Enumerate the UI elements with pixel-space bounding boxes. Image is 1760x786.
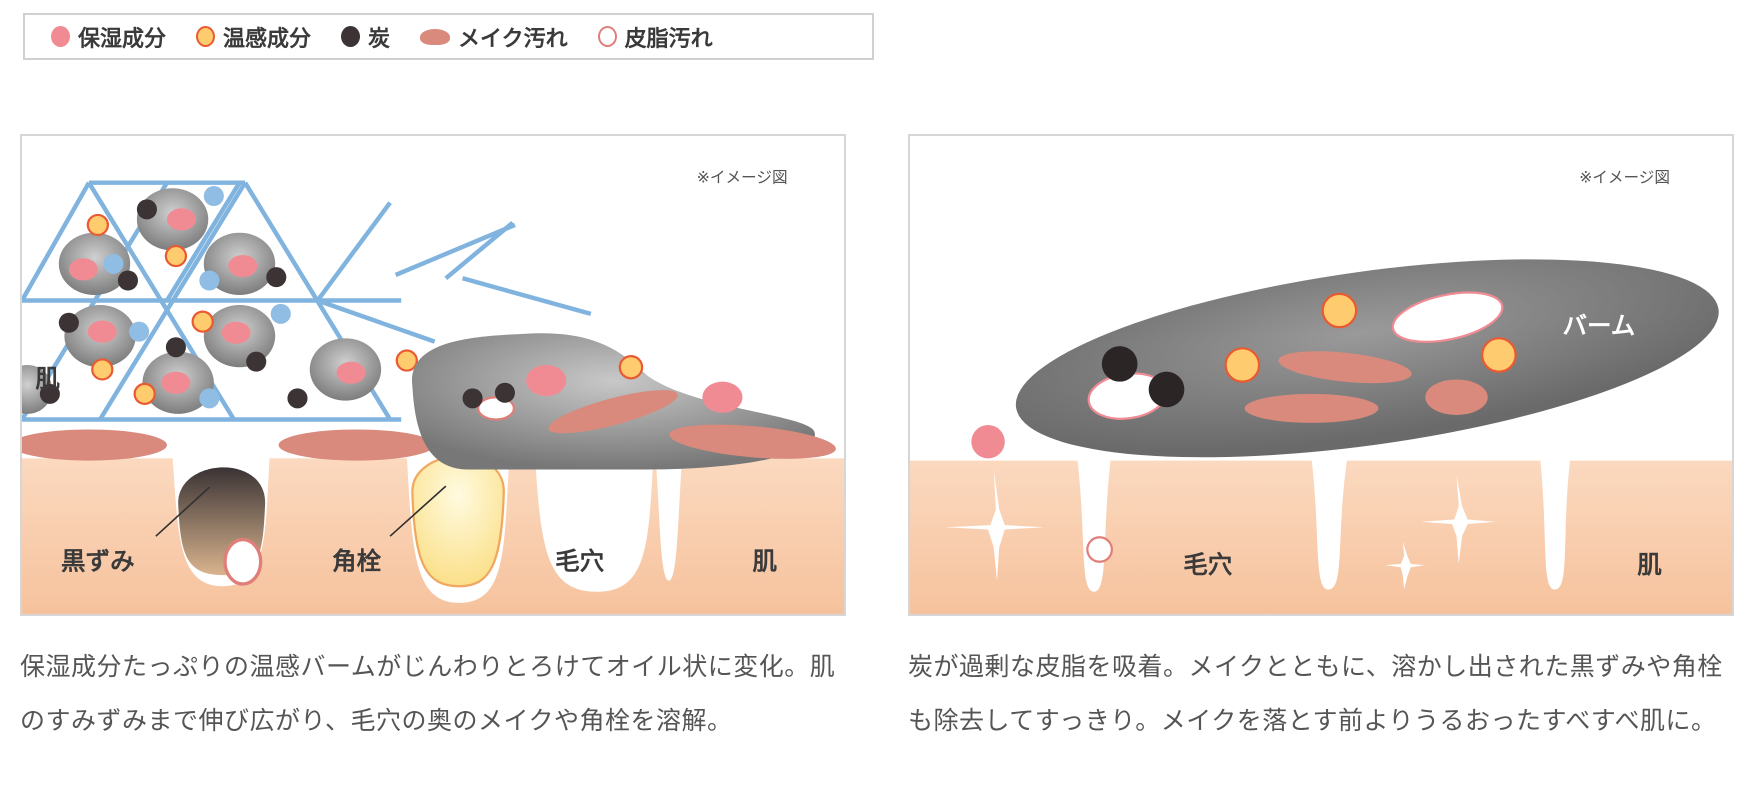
legend-item-moisture: 保湿成分 xyxy=(51,21,166,53)
makeup-blob-icon xyxy=(420,28,451,45)
label-plug: 角栓 xyxy=(332,547,382,576)
image-note: ※イメージ図 xyxy=(1579,169,1670,187)
legend-item-sebum: 皮脂汚れ xyxy=(597,21,713,53)
moisture-particle xyxy=(971,425,1005,459)
lattice xyxy=(22,180,592,422)
caption-after: 炭が過剰な皮脂を吸着。メイクとともに、溶かし出された黒ずみや角栓も除去してすっき… xyxy=(908,652,1723,735)
keratin-plug xyxy=(411,455,505,588)
legend-item-charcoal: 炭 xyxy=(341,21,390,53)
particles xyxy=(22,186,418,414)
image-note: ※イメージ図 xyxy=(697,169,788,187)
warm-dot-icon xyxy=(196,26,216,47)
moisture-dot-icon xyxy=(51,26,70,47)
makeup-dirt xyxy=(22,429,167,461)
pores xyxy=(1077,458,1571,592)
sebum-ring-icon xyxy=(597,26,617,47)
label-skin: 肌 xyxy=(753,547,778,576)
legend-item-warm: 温感成分 xyxy=(196,21,311,53)
sebum-dirt xyxy=(223,537,263,586)
label-pore: 毛穴 xyxy=(1183,550,1233,579)
legend: 保湿成分 温感成分 炭 メイク汚れ 皮脂汚れ xyxy=(23,13,874,60)
label-pore: 毛穴 xyxy=(555,547,605,576)
label-skin-partial: 肌 xyxy=(35,364,60,393)
label-skin: 肌 xyxy=(1637,550,1662,579)
before-diagram: ※イメージ図 黒ずみ 角栓 毛穴 肌 肌 xyxy=(20,134,846,616)
charcoal-dot-icon xyxy=(341,26,361,47)
caption-before: 保湿成分たっぷりの温感バームがじんわりとろけてオイル状に変化。肌のすみずみまで伸… xyxy=(20,652,836,735)
sparkle-icon xyxy=(945,469,1496,590)
after-diagram: ※イメージ図 バーム 毛穴 肌 xyxy=(908,134,1734,616)
label-darkening: 黒ずみ xyxy=(61,547,135,576)
label-balm: バーム xyxy=(1562,311,1635,340)
legend-item-makeup: メイク汚れ xyxy=(420,21,568,53)
makeup-dirt xyxy=(278,429,435,461)
